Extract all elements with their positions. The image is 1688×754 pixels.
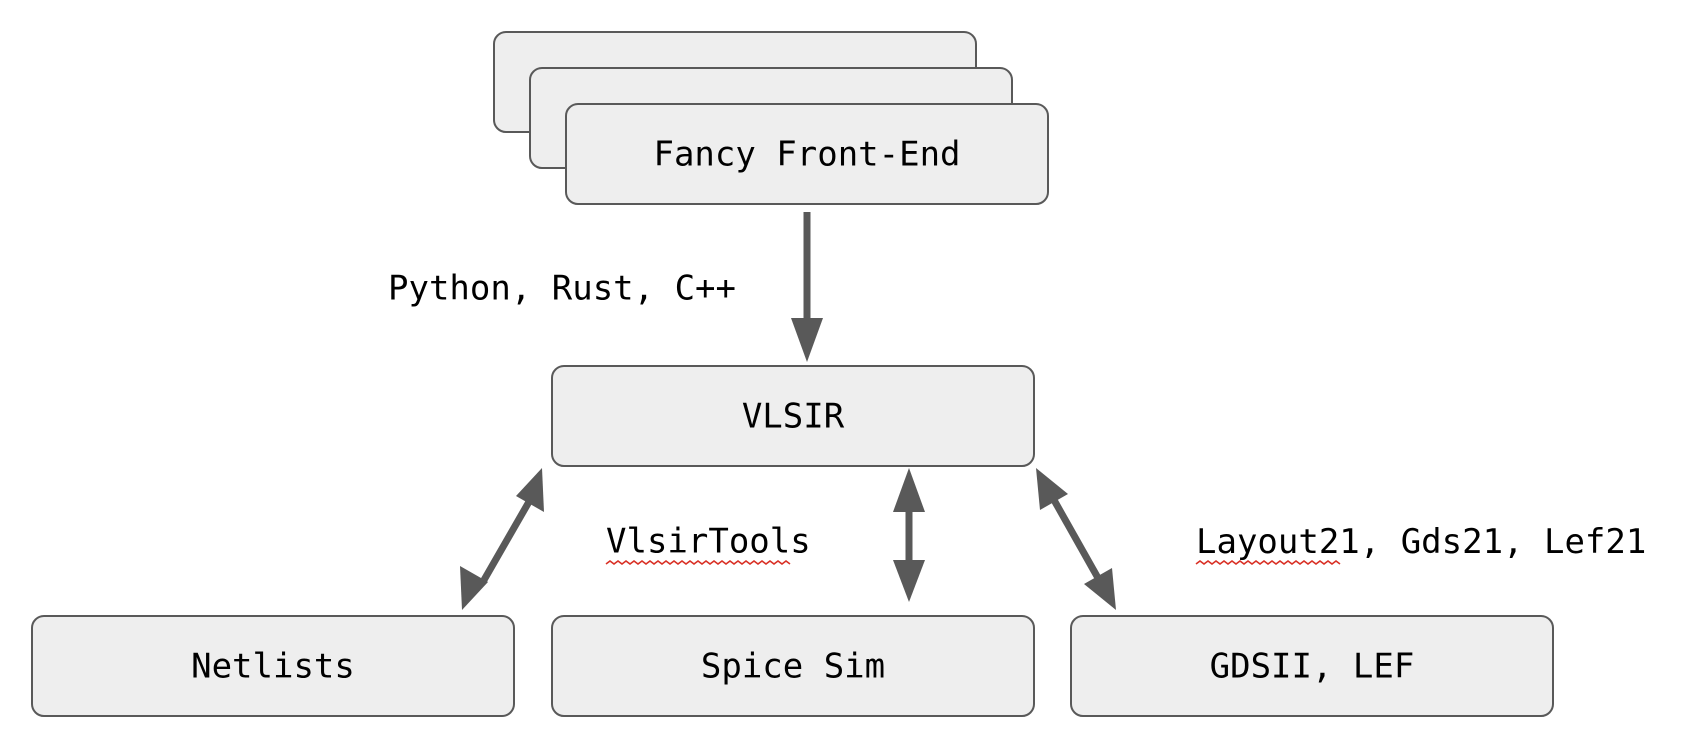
front-end-box: Fancy Front-End bbox=[565, 103, 1049, 205]
arrow-vlsir-spice bbox=[893, 468, 925, 602]
arrow-front-end-to-vlsir bbox=[791, 212, 823, 362]
gdsii-lef-box: GDSII, LEF bbox=[1070, 615, 1554, 717]
layout-libs-main: Layout21 bbox=[1196, 522, 1360, 562]
tools-spellcheck-underline bbox=[605, 560, 791, 565]
layout21-spellcheck-underline bbox=[1195, 560, 1341, 565]
arrow-vlsir-netlists bbox=[460, 468, 544, 610]
netlists-box: Netlists bbox=[31, 615, 515, 717]
vlsir-label: VLSIR bbox=[742, 397, 845, 437]
netlists-label: Netlists bbox=[191, 647, 355, 687]
layout-libs-rest: , Gds21, Lef21 bbox=[1360, 522, 1647, 562]
tools-label: VlsirTools bbox=[606, 522, 811, 562]
layout-libs-label: Layout21, Gds21, Lef21 bbox=[1196, 522, 1646, 562]
arrow-vlsir-gdsii bbox=[1036, 468, 1116, 610]
vlsir-box: VLSIR bbox=[551, 365, 1035, 467]
spice-sim-label: Spice Sim bbox=[701, 647, 885, 687]
front-end-label: Fancy Front-End bbox=[653, 135, 960, 175]
languages-label: Python, Rust, C++ bbox=[388, 269, 736, 309]
gdsii-lef-label: GDSII, LEF bbox=[1210, 647, 1415, 687]
spice-sim-box: Spice Sim bbox=[551, 615, 1035, 717]
